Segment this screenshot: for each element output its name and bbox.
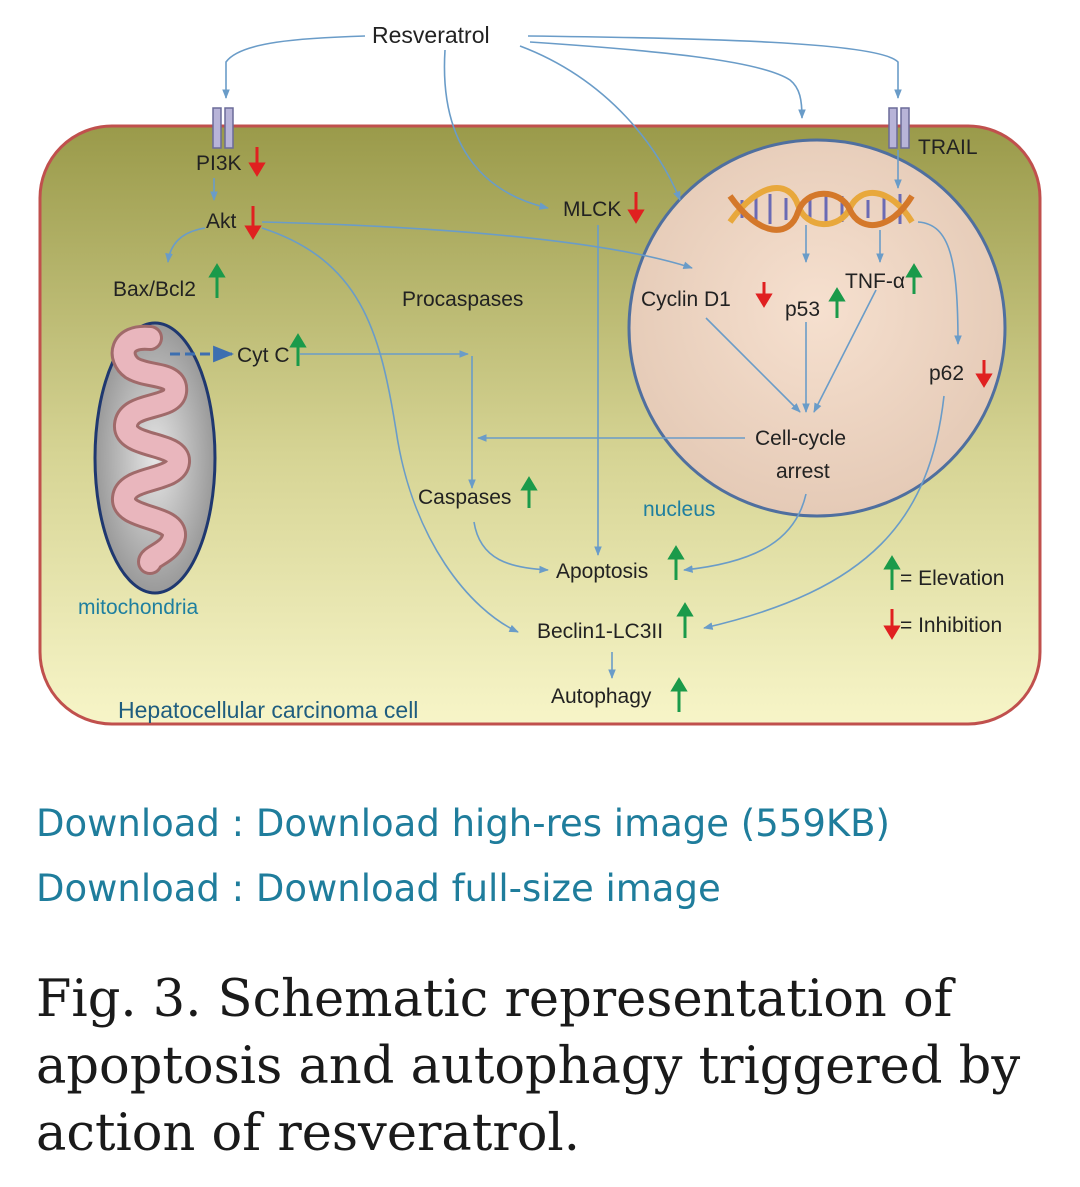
label-p53: p53 bbox=[785, 298, 820, 321]
label-mlck: MLCK bbox=[563, 198, 621, 221]
label-cell-cycle-arrest-1: Cell-cycle bbox=[755, 427, 846, 450]
arrow-akt-beclin bbox=[261, 227, 519, 633]
label-cyt-c: Cyt C bbox=[237, 344, 290, 367]
figure-caption: Fig. 3. Schematic representation of apop… bbox=[36, 970, 1021, 1163]
label-akt: Akt bbox=[206, 210, 237, 233]
arrow-resveratrol-pi3k bbox=[222, 35, 366, 99]
download-full-size-link[interactable]: Download : Download full-size image bbox=[36, 867, 721, 910]
download-prefix: Download : bbox=[36, 867, 256, 910]
label-cell: Hepatocellular carcinoma cell bbox=[118, 697, 418, 723]
arrow-tnf-arrest bbox=[813, 289, 877, 413]
inhibition-arrows bbox=[244, 147, 993, 640]
elevation-arrows bbox=[208, 263, 923, 712]
label-bax-bcl2: Bax/Bcl2 bbox=[113, 278, 196, 301]
label-p62: p62 bbox=[929, 362, 964, 385]
arrow-p62-beclin bbox=[703, 395, 945, 630]
download-prefix: Download : bbox=[36, 802, 256, 845]
legend-elevation: = Elevation bbox=[900, 567, 1005, 590]
arrow-resveratrol-p53 bbox=[529, 41, 806, 119]
arrow-resveratrol-trail bbox=[527, 35, 902, 99]
dna-helix bbox=[727, 185, 915, 233]
arrow-resveratrol-mlck bbox=[443, 49, 549, 210]
label-autophagy: Autophagy bbox=[551, 685, 652, 708]
arrow-cyclin-arrest bbox=[705, 317, 801, 413]
label-resveratrol: Resveratrol bbox=[372, 22, 490, 48]
label-cyclin-d1: Cyclin D1 bbox=[641, 288, 731, 311]
label-pi3k: PI3K bbox=[196, 152, 242, 175]
figure-diagram: Resveratrol TRAIL PI3K Akt MLCK Bax/Bcl2… bbox=[38, 22, 1042, 726]
label-caspases: Caspases bbox=[418, 486, 511, 509]
label-nucleus: nucleus bbox=[643, 498, 715, 521]
label-tnf-alpha: TNF-α bbox=[845, 270, 905, 293]
download-high-res-label: Download high-res image (559KB) bbox=[255, 802, 890, 845]
label-trail: TRAIL bbox=[918, 136, 978, 159]
trail-receptor bbox=[888, 107, 910, 149]
pi3k-receptor bbox=[212, 107, 234, 149]
arrow-akt-cyclin bbox=[261, 221, 693, 269]
mitochondrion-shape bbox=[93, 321, 217, 595]
arrow-caspases-apoptosis bbox=[473, 521, 549, 574]
arrow-resveratrol-cyclin bbox=[519, 45, 681, 201]
arrow-dna-p62 bbox=[917, 221, 962, 345]
legend-inhibition: = Inhibition bbox=[900, 614, 1002, 637]
label-beclin: Beclin1-LC3II bbox=[537, 620, 663, 643]
label-cell-cycle-arrest-2: arrest bbox=[776, 460, 830, 483]
download-high-res-link[interactable]: Download : Download high-res image (559K… bbox=[36, 802, 890, 845]
label-procaspases: Procaspases bbox=[402, 288, 523, 311]
arrow-arrest-apoptosis bbox=[683, 493, 807, 573]
label-apoptosis: Apoptosis bbox=[556, 560, 648, 583]
nucleus-shape bbox=[627, 138, 1007, 518]
arrow-akt-bax bbox=[165, 227, 206, 263]
download-full-size-label: Download full-size image bbox=[255, 867, 721, 910]
label-mitochondria: mitochondria bbox=[78, 596, 199, 619]
